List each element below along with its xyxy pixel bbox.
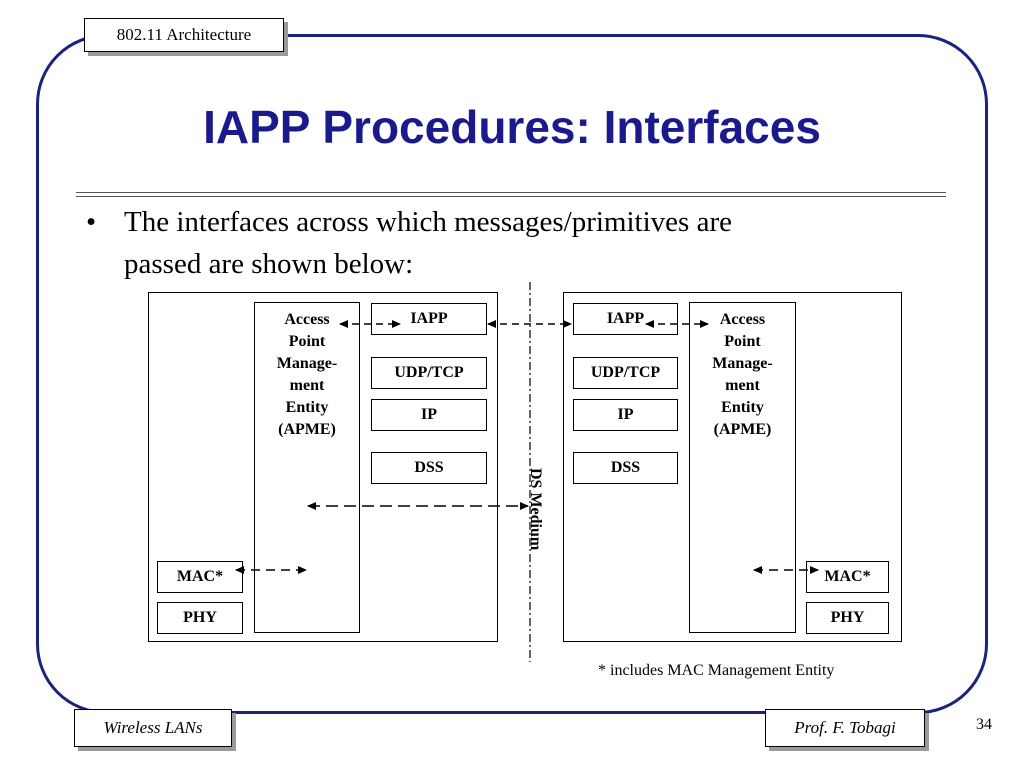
left-apme-line: Manage-	[276, 355, 338, 372]
footnote: * includes MAC Management Entity	[598, 662, 835, 679]
right-apme-line: (APME)	[713, 421, 772, 438]
section-tag: 802.11 Architecture	[84, 18, 284, 52]
right-mac-box: MAC*	[806, 561, 889, 593]
left-udptcp-box: UDP/TCP	[371, 357, 487, 389]
left-apme-line: ment	[289, 377, 325, 394]
ds-medium-label: DS Medium	[527, 468, 544, 551]
right-iapp-box: IAPP	[573, 303, 678, 335]
right-udptcp-box: UDP/TCP	[573, 357, 678, 389]
left-apme-line: (APME)	[278, 421, 336, 438]
left-iapp-box: IAPP	[371, 303, 487, 335]
right-apme-line: Entity	[721, 399, 764, 416]
page-number: 34	[976, 716, 992, 733]
right-apme-label: Access Point Manage- ment Entity (APME)	[689, 309, 796, 441]
right-apme-line: Access	[719, 311, 766, 328]
right-ip-box: IP	[573, 399, 678, 431]
footer-author-tag: Prof. F. Tobagi	[765, 709, 925, 747]
right-phy-box: PHY	[806, 602, 889, 634]
right-apme-line: ment	[725, 377, 760, 394]
bullet-dot: •	[86, 206, 97, 238]
left-apme-line: Point	[288, 333, 326, 350]
slide-frame	[36, 34, 988, 714]
bullet-text-line1: The interfaces across which messages/pri…	[124, 206, 732, 238]
title-rule-top	[76, 192, 946, 193]
right-apme-line: Point	[724, 333, 761, 350]
title-rule-bottom	[76, 196, 946, 197]
left-ip-box: IP	[371, 399, 487, 431]
left-apme-line: Access	[284, 311, 330, 328]
left-apme-label: Access Point Manage- ment Entity (APME)	[254, 309, 360, 441]
left-dss-box: DSS	[371, 452, 487, 484]
right-dss-box: DSS	[573, 452, 678, 484]
right-apme-line: Manage-	[712, 355, 773, 372]
bullet-text-line2: passed are shown below:	[124, 248, 414, 280]
footer-course-tag: Wireless LANs	[74, 709, 232, 747]
slide-title: IAPP Procedures: Interfaces	[203, 101, 821, 153]
left-apme-line: Entity	[285, 399, 329, 416]
right-apme-box	[689, 302, 796, 633]
left-mac-box: MAC*	[157, 561, 243, 593]
left-apme-box	[254, 302, 360, 633]
left-phy-box: PHY	[157, 602, 243, 634]
